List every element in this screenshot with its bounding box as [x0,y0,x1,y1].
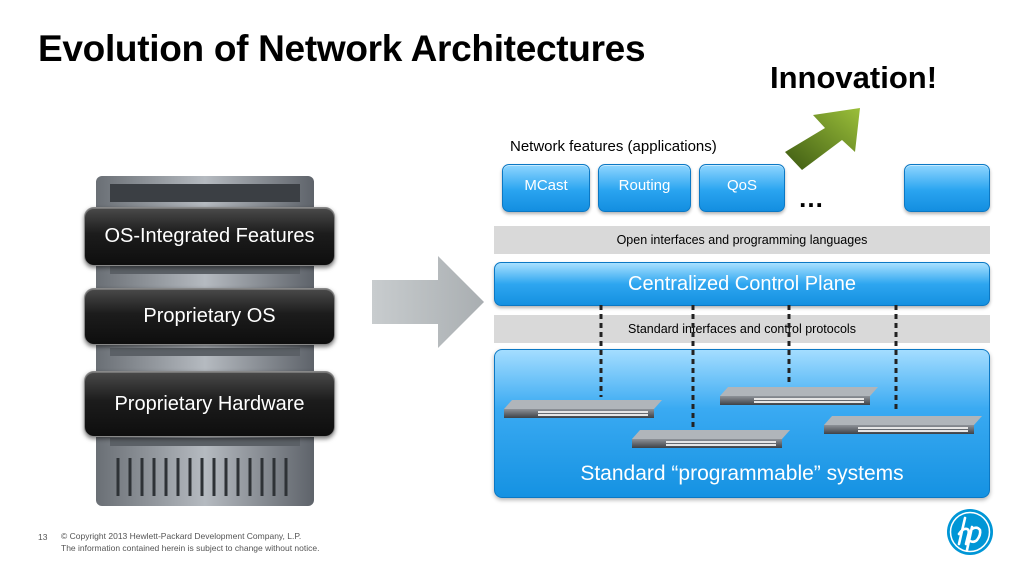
app-qos-label: QoS [726,177,757,194]
app-qos: QoS [699,164,785,212]
proprietary-hardware-box: Proprietary Hardware [84,371,335,437]
slide-title: Evolution of Network Architectures [38,28,646,69]
copyright-line-1: © Copyright 2013 Hewlett-Packard Develop… [61,531,302,541]
open-interfaces-band: Open interfaces and programming language… [494,226,990,254]
copyright-line-2: The information contained herein is subj… [61,543,320,553]
os-integrated-features-label: OS-Integrated Features [104,225,315,247]
programmable-systems-label: Standard “programmable” systems [580,462,904,485]
app-routing-label: Routing [618,177,671,194]
centralized-control-plane: Centralized Control Plane [494,262,990,306]
control-plane-label: Centralized Control Plane [628,272,856,295]
app-routing: Routing [598,164,691,212]
arrow-up-right-icon [785,108,860,170]
standard-interfaces-label: Standard interfaces and control protocol… [628,322,856,336]
hp-logo-icon [947,509,993,555]
network-switches-illustration [504,305,982,448]
proprietary-os-box: Proprietary OS [84,288,335,345]
standard-interfaces-band: Standard interfaces and control protocol… [494,315,990,343]
page-number: 13 [38,532,48,542]
app-placeholder [904,164,990,212]
more-apps-ellipsis: … [798,183,825,213]
network-features-label: Network features (applications) [510,138,717,155]
innovation-label: Innovation! [770,60,938,95]
open-interfaces-label: Open interfaces and programming language… [616,233,868,247]
proprietary-hardware-label: Proprietary Hardware [114,392,305,415]
copyright-notice: © Copyright 2013 Hewlett-Packard Develop… [61,530,319,554]
arrow-right-icon [372,256,484,348]
app-mcast-label: MCast [524,177,568,194]
proprietary-os-label: Proprietary OS [143,305,276,327]
app-mcast: MCast [502,164,590,212]
os-integrated-features-box: OS-Integrated Features [84,207,335,266]
